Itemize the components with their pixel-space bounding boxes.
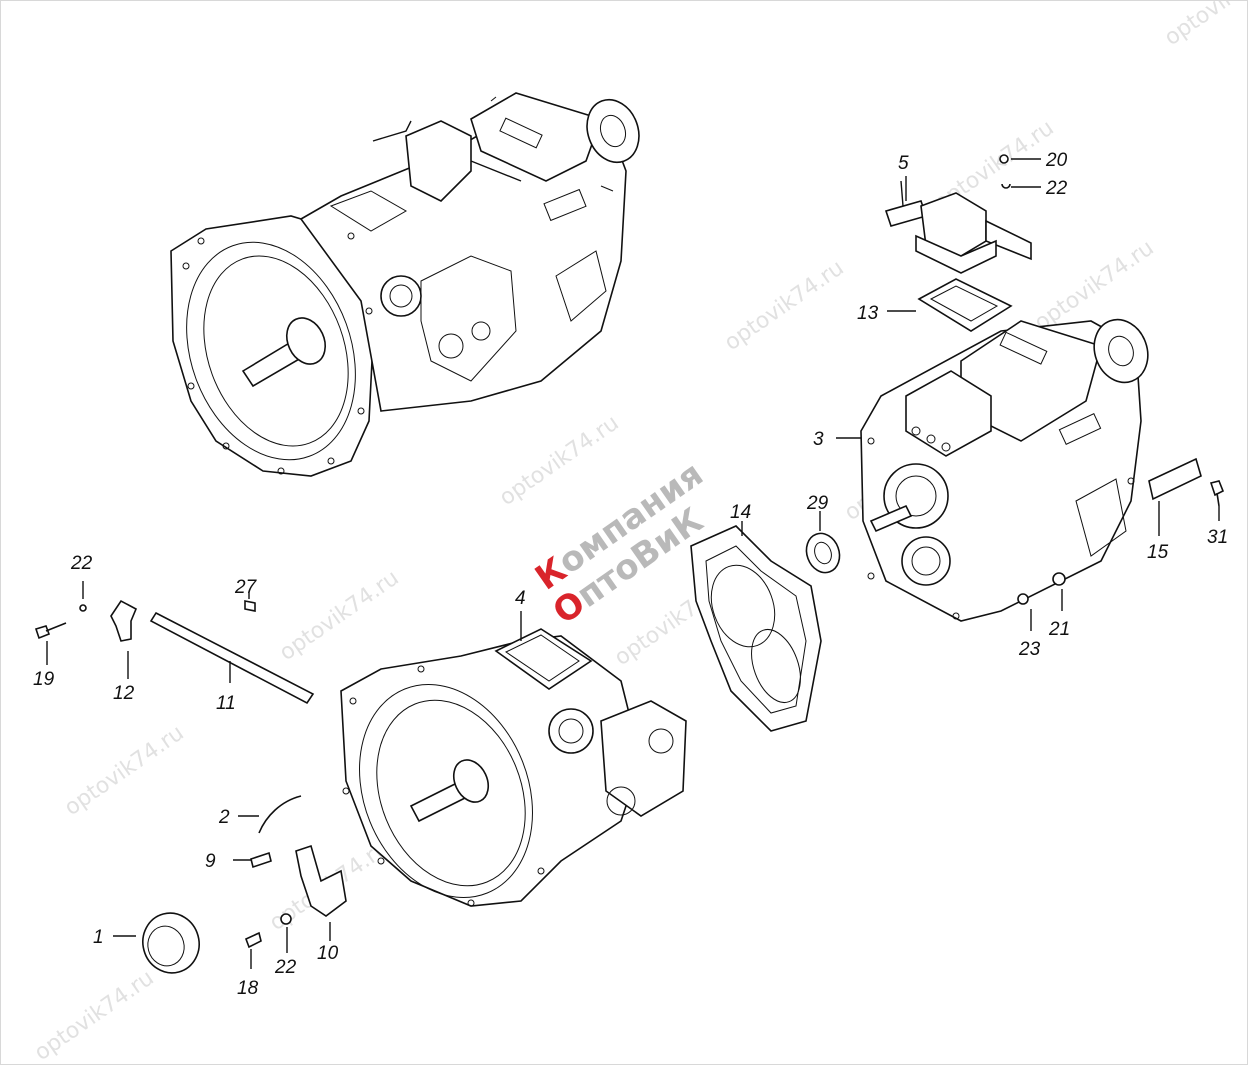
callout-31: 31 <box>1207 527 1228 548</box>
leader-lines <box>46 158 1220 969</box>
watermark: optovik74.ru <box>60 721 188 821</box>
callout-18: 18 <box>237 978 259 999</box>
callout-1: 1 <box>93 927 104 948</box>
fork-part-10 <box>295 844 347 917</box>
gasket-part-13 <box>917 278 1013 332</box>
watermark: optovik74.ru <box>275 566 403 666</box>
callout-13: 13 <box>857 303 879 324</box>
callout-9: 9 <box>205 851 216 872</box>
callout-11: 11 <box>216 693 236 714</box>
screw-part-9 <box>250 851 272 869</box>
callout-20: 20 <box>1045 150 1068 171</box>
callout-27: 27 <box>234 577 258 598</box>
nut-part-20 <box>999 154 1009 164</box>
callout-2: 2 <box>218 807 230 828</box>
hose-part-2 <box>258 795 302 834</box>
gasket-part-14 <box>690 525 822 732</box>
callout-22-left: 22 <box>70 553 93 574</box>
callout-4: 4 <box>515 588 526 609</box>
bolt-part-19 <box>34 622 67 640</box>
transmission-assembly-complete <box>170 92 640 477</box>
release-bearing-part-1 <box>142 912 200 974</box>
callout-22-bottom: 22 <box>274 957 297 978</box>
bolt-part-18 <box>244 931 262 949</box>
bearing-part-29 <box>805 532 841 574</box>
shift-mechanism-part-5 <box>884 180 1032 274</box>
callout-10: 10 <box>317 943 339 964</box>
watermark: optovik74.ru <box>1160 1 1248 51</box>
callout-23: 23 <box>1018 639 1041 660</box>
plate-part-15 <box>1148 457 1202 501</box>
nut-part-21 <box>1052 572 1066 586</box>
watermark: optovik74.ru <box>30 966 158 1065</box>
washer-part-22-bottom <box>280 913 292 925</box>
callouts: 1 2 3 4 5 9 10 11 12 13 14 15 18 19 20 2… <box>33 150 1228 999</box>
washer-part-22-left <box>79 604 87 612</box>
callout-21: 21 <box>1048 619 1070 640</box>
callout-22-top: 22 <box>1045 178 1068 199</box>
transmission-housing-part-4 <box>340 628 687 907</box>
shaft-part-11 <box>149 611 315 705</box>
washer-part-22-top <box>1001 183 1011 189</box>
callout-5: 5 <box>898 153 909 174</box>
bolt-part-31 <box>1209 480 1225 507</box>
callout-19: 19 <box>33 669 55 690</box>
callout-29: 29 <box>806 493 829 514</box>
gearbox-case-part-3 <box>860 318 1149 622</box>
watermark: optovik74.ru <box>495 411 623 511</box>
key-part-27 <box>244 600 256 612</box>
watermark: optovik74.ru <box>1030 236 1158 336</box>
callout-12: 12 <box>113 683 135 704</box>
callout-15: 15 <box>1147 542 1169 563</box>
callout-3: 3 <box>813 429 824 450</box>
watermark: optovik74.ru <box>720 256 848 356</box>
lever-part-12 <box>110 599 138 642</box>
washer-part-23 <box>1017 593 1029 605</box>
callout-14: 14 <box>730 502 751 523</box>
